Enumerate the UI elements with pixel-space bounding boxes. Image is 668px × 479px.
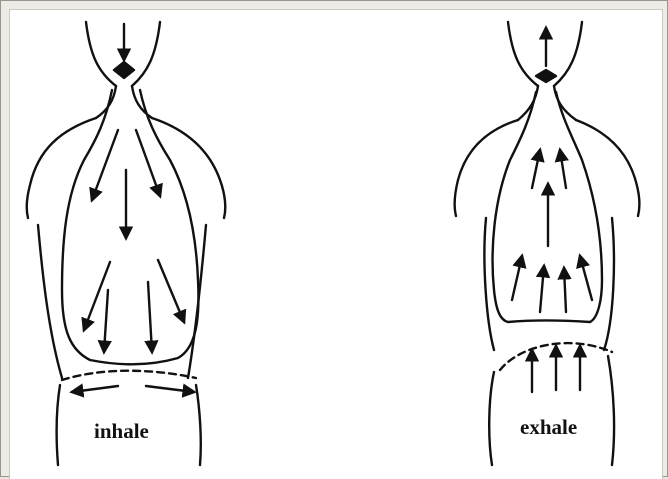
inhale-arrow-diaphragm-left [72, 386, 118, 392]
exhale-arrow-lower-right [580, 256, 592, 300]
inhale-arrow-diaphragm-right [146, 386, 194, 392]
inhale-lung-outline [62, 90, 198, 364]
inhale-arrow-lower-midright [148, 282, 152, 352]
inhale-arrow-upper-right [136, 130, 160, 196]
inhale-torso-left [38, 225, 62, 378]
inhale-arrow-lower-right [158, 260, 184, 322]
inhale-diaphragm [62, 371, 196, 380]
exhale-neck [518, 86, 576, 120]
inhale-label: inhale [94, 419, 149, 443]
exhale-arrow-lower-left [512, 256, 522, 300]
exhale-arrow-lower-midleft [540, 266, 544, 312]
exhale-mouth-icon [536, 70, 556, 82]
inhale-figure [27, 22, 226, 465]
exhale-arrow-top-right [560, 150, 566, 188]
exhale-arrow-lower-midright [564, 268, 566, 312]
exhale-figure [455, 22, 640, 465]
inhale-arrow-lower-midleft [104, 290, 108, 352]
inhale-mouth-icon [114, 62, 134, 78]
inhale-torso-right [188, 225, 206, 378]
exhale-label: exhale [520, 415, 577, 439]
exhale-arrow-top-left [532, 150, 540, 188]
exhale-lower-body [489, 356, 614, 465]
exhale-torso-right [604, 218, 614, 350]
